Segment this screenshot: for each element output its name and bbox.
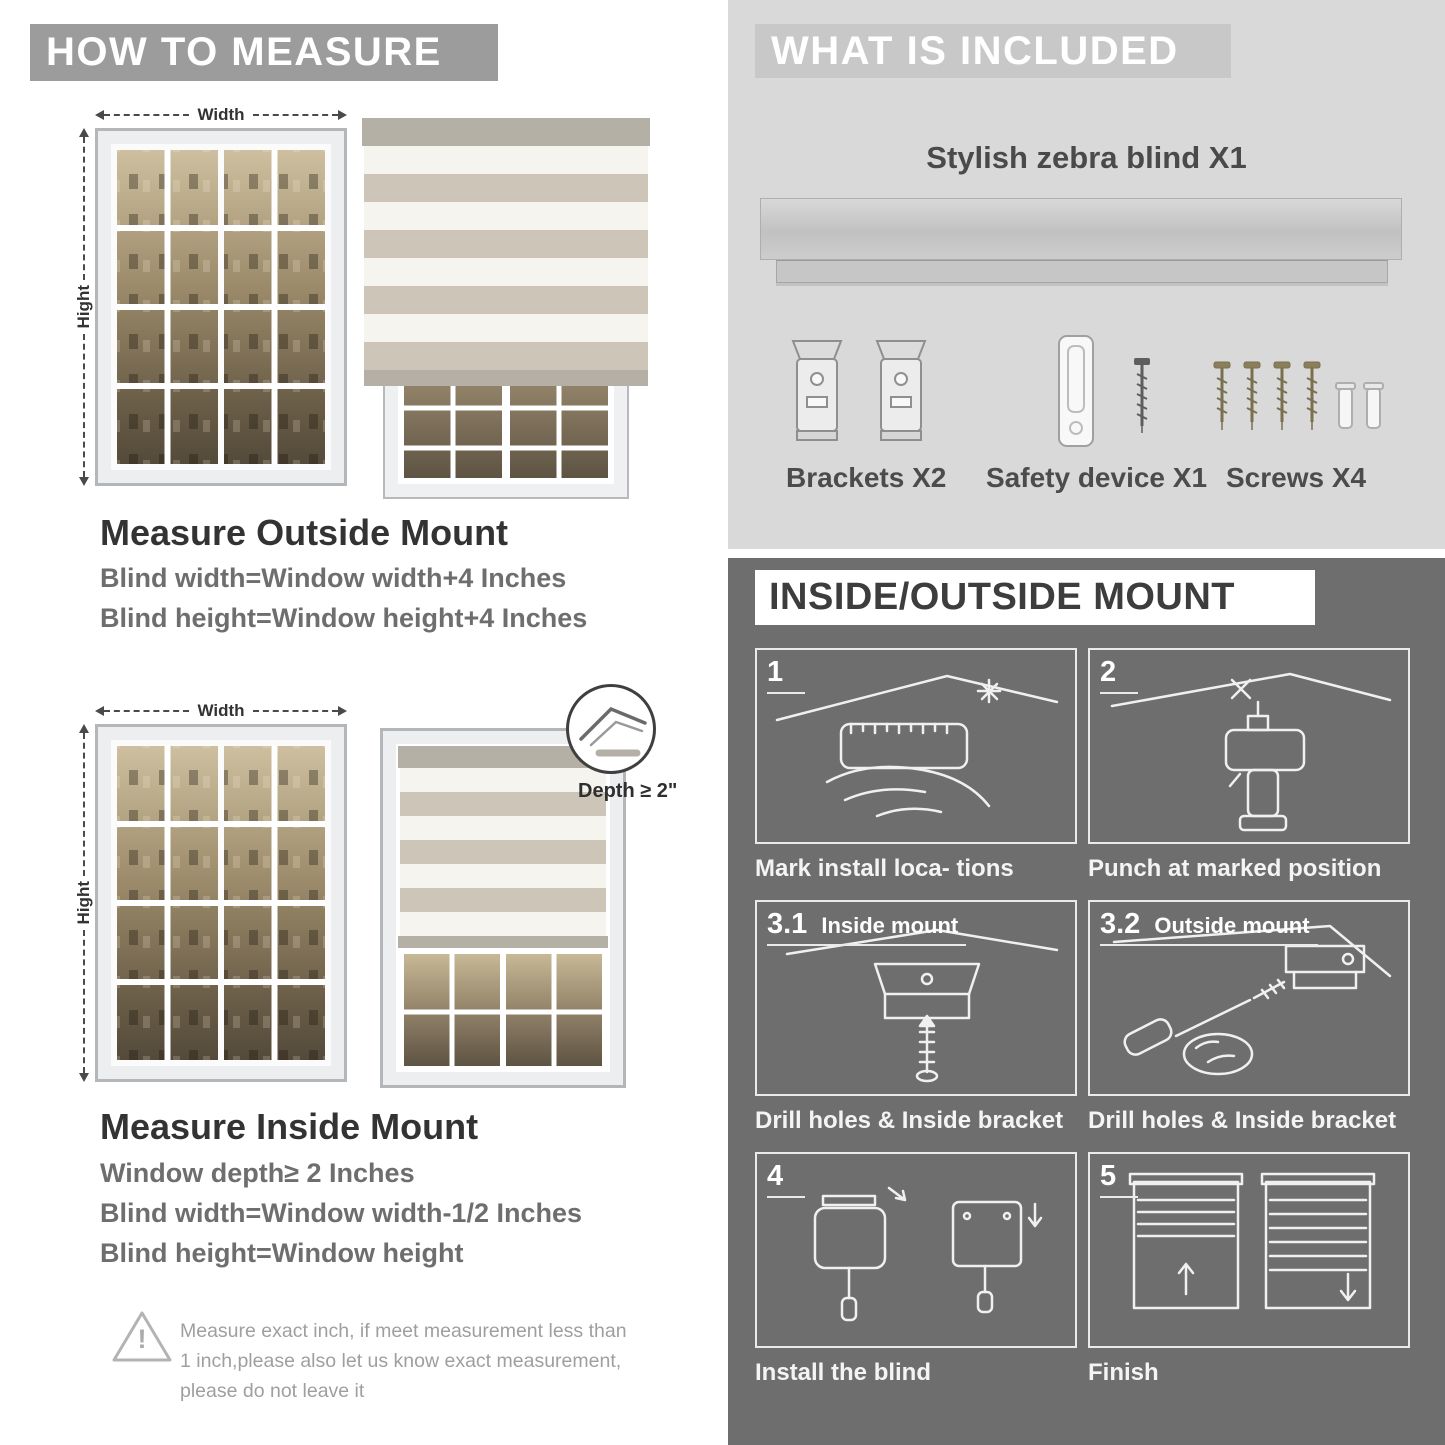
- height-label: Hight: [74, 285, 93, 329]
- step-number-row: 1: [767, 656, 806, 694]
- arrow-up-icon: [79, 128, 89, 137]
- arrow-down-icon: [79, 477, 89, 486]
- mark-locations-illustration: [775, 674, 1059, 818]
- arrow-down-icon: [79, 1073, 89, 1082]
- blind-headrail-valance: [776, 260, 1388, 283]
- mount-step-1: 1 Mark install loca- tions: [755, 648, 1077, 900]
- arrow-right-icon: [338, 706, 347, 716]
- step-caption: Mark install loca- tions: [755, 855, 1014, 882]
- mount-step-4: 4 Install the blind: [755, 1152, 1077, 1404]
- arrow-up-icon: [79, 724, 89, 733]
- mount-steps-grid: 1 Mark install loca- tions: [755, 648, 1410, 1404]
- step-panel: 4: [755, 1152, 1077, 1348]
- warning-triangle-icon: [112, 1311, 172, 1362]
- mount-step-3-2: 3.2 Outside mount Drill holes & Inside b…: [1088, 900, 1410, 1152]
- height-arrow: Hight: [73, 724, 95, 1082]
- depth-callout-circle: [566, 684, 656, 774]
- outside-window-diagram: Width Hight: [73, 105, 347, 486]
- mount-instructions-section: INSIDE/OUTSIDE MOUNT: [728, 558, 1445, 1445]
- brackets-label: Brackets X2: [786, 462, 947, 493]
- zebra-blind-outside-illustration: [362, 118, 650, 499]
- blind-headrail-illustration: [760, 198, 1402, 260]
- step-panel: 1: [755, 648, 1077, 844]
- mount-step-5: 5 Finish: [1088, 1152, 1410, 1404]
- outside-width-formula: Blind width=Window width+4 Inches: [100, 563, 567, 593]
- height-label: Hight: [74, 881, 93, 925]
- drill-illustration: [1110, 672, 1392, 832]
- depth-requirement-label: Depth ≥ 2": [578, 780, 678, 802]
- inside-bracket-illustration: [785, 928, 1059, 1083]
- step-panel: 5: [1088, 1152, 1410, 1348]
- what-is-included-header: WHAT IS INCLUDED: [755, 24, 1231, 78]
- step-number: 5: [1100, 1160, 1117, 1192]
- blind-item-label: Stylish zebra blind X1: [926, 140, 1247, 175]
- window-illustration: [95, 724, 347, 1082]
- step-number: 4: [767, 1160, 784, 1192]
- width-label: Width: [197, 701, 245, 720]
- inside-window-diagram: Width Hight: [73, 701, 347, 1082]
- step-caption: Finish: [1088, 1359, 1159, 1386]
- outside-bracket-illustration: [1112, 924, 1392, 1076]
- step-caption: Punch at marked position: [1088, 855, 1382, 882]
- step-number: 3.2: [1100, 908, 1141, 940]
- screws-label: Screws X4: [1226, 462, 1367, 493]
- install-blind-illustration: [813, 1186, 1043, 1322]
- step-title: Inside mount: [821, 913, 959, 938]
- step-caption: Install the blind: [755, 1359, 932, 1386]
- how-to-measure-header: HOW TO MEASURE: [30, 24, 498, 81]
- step-number: 2: [1100, 656, 1117, 688]
- arrow-left-icon: [95, 110, 104, 120]
- step-number: 3.1: [767, 908, 808, 940]
- step-panel: 3.2 Outside mount: [1088, 900, 1410, 1096]
- warning-note: Measure exact inch, if meet measurement …: [180, 1320, 627, 1403]
- arrow-right-icon: [338, 110, 347, 120]
- step-caption: Drill holes & Inside bracket: [1088, 1107, 1397, 1134]
- width-label: Width: [197, 105, 245, 124]
- width-arrow: Width: [95, 105, 347, 124]
- step-number: 1: [767, 656, 784, 688]
- step-title: Outside mount: [1154, 913, 1310, 938]
- step-number-row: 4: [767, 1160, 806, 1198]
- mount-header: INSIDE/OUTSIDE MOUNT: [755, 570, 1315, 625]
- step-number-row: 5: [1100, 1160, 1139, 1198]
- mount-step-2: 2 Punch at marked position: [1088, 648, 1410, 900]
- brackets-icon: [791, 340, 927, 441]
- inside-mount-title: Measure Inside Mount: [100, 1106, 479, 1147]
- safety-device-label: Safety device X1: [986, 462, 1208, 493]
- step-caption: Drill holes & Inside bracket: [755, 1107, 1064, 1134]
- inside-width-formula: Blind width=Window width-1/2 Inches: [100, 1198, 583, 1228]
- width-arrow: Width: [95, 701, 347, 720]
- window-illustration: [95, 128, 347, 486]
- outside-height-formula: Blind height=Window height+4 Inches: [100, 603, 588, 633]
- inside-depth-rule: Window depth≥ 2 Inches: [100, 1158, 415, 1188]
- step-number-row: 3.2 Outside mount: [1100, 908, 1318, 946]
- step-number-row: 3.1 Inside mount: [767, 908, 967, 946]
- screws-icon: [1213, 361, 1384, 430]
- window-corner-detail-icon: [579, 706, 647, 757]
- what-is-included-section: WHAT IS INCLUDED Stylish zebra blind X1: [728, 0, 1445, 549]
- arrow-left-icon: [95, 706, 104, 716]
- finish-illustration: [1128, 1172, 1376, 1310]
- inside-height-formula: Blind height=Window height: [100, 1238, 464, 1268]
- height-arrow: Hight: [73, 128, 95, 486]
- mount-step-3-1: 3.1 Inside mount Drill holes & Inside br…: [755, 900, 1077, 1152]
- step-panel: 2: [1088, 648, 1410, 844]
- warning-exclamation: !: [137, 1324, 147, 1354]
- safety-device-icon: [1058, 335, 1150, 447]
- step-panel: 3.1 Inside mount: [755, 900, 1077, 1096]
- zebra-blind-inside-illustration: [380, 728, 626, 1088]
- step-number-row: 2: [1100, 656, 1139, 694]
- outside-mount-title: Measure Outside Mount: [100, 512, 509, 553]
